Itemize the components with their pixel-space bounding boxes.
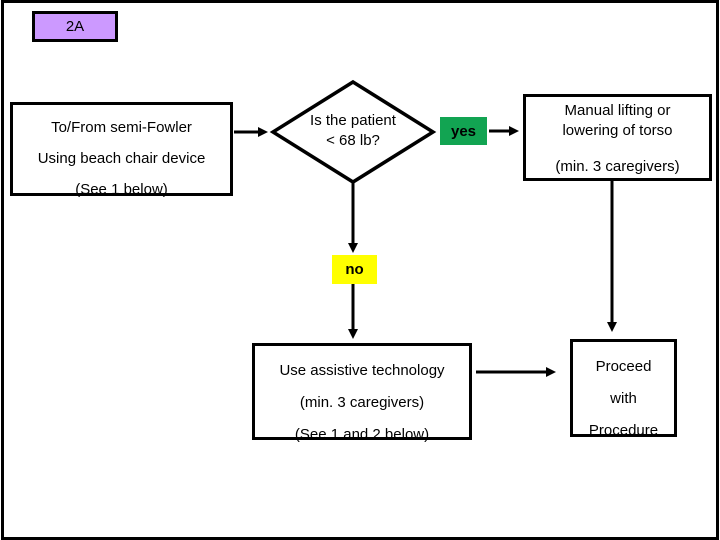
manual-box-line3: (min. 3 caregivers)	[555, 158, 680, 175]
start-box-line3: (See 1 below)	[75, 181, 168, 198]
arrow-manual-to-proceed	[607, 181, 617, 332]
no-branch-label: no	[332, 255, 377, 284]
start-box-line2: Using beach chair device	[37, 150, 206, 167]
slide-tag: 2A	[32, 11, 118, 42]
decision-line2: < 68 lb?	[326, 132, 380, 149]
proceed-box-line2: with	[610, 390, 637, 407]
manual-box-line2: lowering of torso	[562, 122, 673, 139]
decision-diamond-text: Is the patient < 68 lb?	[293, 111, 413, 153]
assistive-box-line2: (min. 3 caregivers)	[299, 394, 425, 411]
proceed-box: Proceed with Procedure	[570, 339, 677, 439]
arrow-yes-to-manual	[489, 126, 519, 136]
arrow-assistive-to-proceed	[476, 367, 556, 377]
arrow-decision-to-no	[348, 183, 358, 253]
assistive-box-line3: (See 1 and 2 below)	[294, 426, 430, 443]
start-box: To/From semi-Fowler Using beach chair de…	[10, 102, 233, 198]
yes-branch-label: yes	[440, 117, 487, 145]
decision-diamond-shape	[269, 79, 437, 185]
yes-branch-text: yes	[450, 122, 477, 140]
start-box-line1: To/From semi-Fowler	[51, 119, 192, 136]
slide-tag-label: 2A	[65, 18, 85, 35]
no-branch-text: no	[345, 261, 364, 278]
arrow-start-to-decision	[234, 127, 268, 137]
proceed-box-line1: Proceed	[595, 358, 652, 375]
assistive-box-line1: Use assistive technology	[279, 362, 445, 379]
proceed-box-line3: Procedure	[588, 422, 659, 439]
decision-line1: Is the patient	[310, 112, 396, 129]
assistive-technology-box: Use assistive technology (min. 3 caregiv…	[252, 343, 472, 443]
manual-lifting-box: Manual lifting or lowering of torso (min…	[523, 94, 712, 181]
manual-box-line1: Manual lifting or	[564, 102, 671, 119]
arrow-no-to-assistive	[348, 284, 358, 339]
